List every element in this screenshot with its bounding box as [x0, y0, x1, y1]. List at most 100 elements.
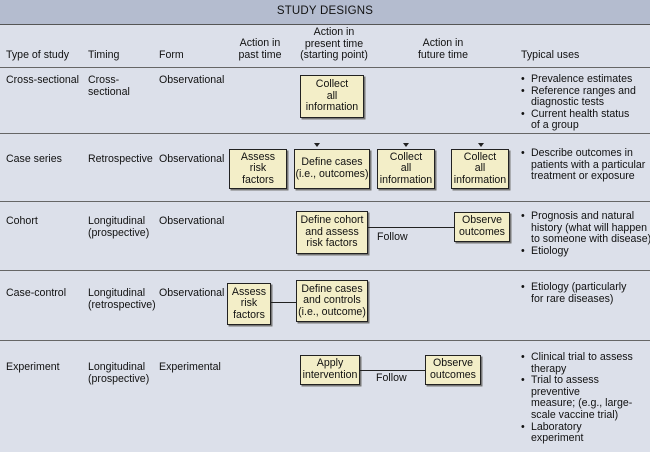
- table-title: STUDY DESIGNS: [276, 5, 374, 17]
- box-line: Collect: [315, 78, 349, 91]
- box-line: information: [379, 173, 433, 186]
- define-cases-and-controls-box: Define cases and controls (i.e., outcome…: [296, 280, 368, 322]
- row-timing-line: Longitudinal: [88, 215, 146, 227]
- header-divider: [0, 67, 650, 68]
- use-item: Describe outcomes in patients with a par…: [521, 147, 646, 183]
- box-line: Assess: [240, 150, 276, 163]
- use-line: of a group: [531, 119, 579, 132]
- assess-risk-factors-box: Assess risk factors: [227, 283, 271, 325]
- box-line: and assess: [305, 225, 359, 238]
- use-line: patients with a particular: [531, 158, 646, 171]
- row-timing-line: Longitudinal: [88, 361, 146, 373]
- header-future-line: Action in: [422, 37, 464, 49]
- use-line: diagnostic tests: [531, 96, 605, 109]
- box-line: risk: [249, 162, 267, 175]
- box-line: Assess: [231, 285, 267, 298]
- row-timing: Longitudinal (retrospective): [88, 287, 156, 311]
- header-present-time: Action in present time (starting point): [294, 26, 374, 62]
- follow-connector: [360, 370, 425, 371]
- row-type: Cross-sectional: [6, 74, 80, 86]
- assess-risk-factors-box: Assess risk factors: [229, 149, 287, 189]
- header-present-line: present time: [304, 37, 364, 50]
- row-type: Cohort: [6, 215, 38, 227]
- row-divider: [0, 340, 650, 341]
- box-line: Define cohort: [300, 214, 364, 227]
- row-timing: Cross- sectional: [88, 74, 130, 98]
- box-line: Define cases: [301, 156, 363, 169]
- box-line: all: [326, 89, 338, 102]
- use-line: Describe outcomes in: [531, 147, 633, 159]
- box-line: factors: [233, 308, 265, 321]
- use-line: scale vaccine trial): [531, 408, 619, 421]
- typical-uses-list: Prevalence estimates Reference ranges an…: [521, 73, 636, 132]
- row-form: Observational: [159, 153, 225, 165]
- row-timing: Longitudinal (prospective): [88, 215, 149, 239]
- use-line: Trial to assess: [531, 374, 599, 387]
- observe-outcomes-box: Observe outcomes: [425, 355, 481, 385]
- box-line: outcomes: [430, 369, 476, 381]
- use-line: Current health status: [531, 107, 630, 120]
- box-line: (i.e., outcomes): [295, 168, 369, 180]
- box-line: information: [305, 101, 359, 114]
- row-type: Case-control: [6, 287, 67, 299]
- use-item: Clinical trial to assess therapy: [521, 351, 633, 375]
- box-line: all: [400, 162, 412, 175]
- use-item: Etiology: [521, 245, 650, 258]
- typical-uses-list: Describe outcomes in patients with a par…: [521, 147, 646, 183]
- collect-information-box: Collect all information: [451, 149, 509, 189]
- header-present-line: (starting point): [300, 49, 368, 62]
- arrow-down-icon: [403, 143, 409, 147]
- title-bar: STUDY DESIGNS: [0, 0, 650, 25]
- use-item: Trial to assess preventive measure; (e.g…: [521, 375, 633, 421]
- row-divider: [0, 270, 650, 271]
- follow-connector: [368, 227, 454, 228]
- use-line: to someone with disease): [531, 233, 650, 246]
- box-line: risk factors: [306, 237, 358, 250]
- row-timing: Retrospective: [88, 153, 153, 165]
- use-line: experiment: [531, 432, 584, 445]
- use-item: Etiology (particularly for rare diseases…: [521, 281, 626, 305]
- box-line: Observe: [432, 357, 474, 370]
- box-line: Collect: [463, 150, 497, 163]
- header-past-line: Action in: [239, 37, 281, 49]
- row-timing-line: (prospective): [88, 372, 150, 385]
- row-timing-line: Cross-: [88, 74, 120, 86]
- typical-uses-list: Prognosis and natural history (what will…: [521, 210, 650, 258]
- use-item: Prognosis and natural history (what will…: [521, 210, 650, 246]
- apply-intervention-box: Apply intervention: [300, 355, 360, 385]
- header-type-of-study: Type of study: [6, 49, 70, 61]
- row-type: Case series: [6, 153, 62, 165]
- define-cases-box: Define cases (i.e., outcomes): [294, 149, 370, 189]
- use-item: Laboratory experiment: [521, 420, 633, 445]
- box-line: Observe: [461, 214, 503, 227]
- use-line: measure; (e.g., large-: [531, 397, 633, 410]
- box-line: Define cases: [301, 282, 363, 295]
- row-form: Observational: [159, 287, 225, 299]
- use-line: for rare diseases): [531, 292, 614, 305]
- arrow-down-icon: [314, 143, 320, 147]
- row-form: Observational: [159, 215, 225, 227]
- use-line: history (what will happen: [531, 221, 647, 234]
- row-form: Experimental: [159, 361, 221, 373]
- use-line: Reference ranges and: [531, 84, 636, 97]
- box-line: intervention: [302, 369, 358, 381]
- observe-outcomes-box: Observe outcomes: [454, 212, 510, 242]
- use-line: Clinical trial to assess: [531, 351, 633, 363]
- arrow-down-icon: [478, 143, 484, 147]
- typical-uses-list: Clinical trial to assess therapy Trial t…: [521, 351, 633, 445]
- header-past-line: past time: [238, 48, 282, 61]
- use-line: Prevalence estimates: [531, 73, 633, 85]
- header-present-line: Action in: [313, 26, 355, 38]
- row-timing-line: (retrospective): [88, 298, 156, 311]
- use-line: preventive: [531, 385, 580, 398]
- use-line: Laboratory: [531, 420, 582, 433]
- use-line: Prognosis and natural: [531, 210, 635, 222]
- box-line: all: [474, 162, 486, 175]
- header-timing: Timing: [88, 49, 120, 61]
- box-line: Collect: [389, 150, 423, 163]
- header-typical-uses: Typical uses: [521, 49, 580, 61]
- box-line: outcomes: [459, 226, 505, 238]
